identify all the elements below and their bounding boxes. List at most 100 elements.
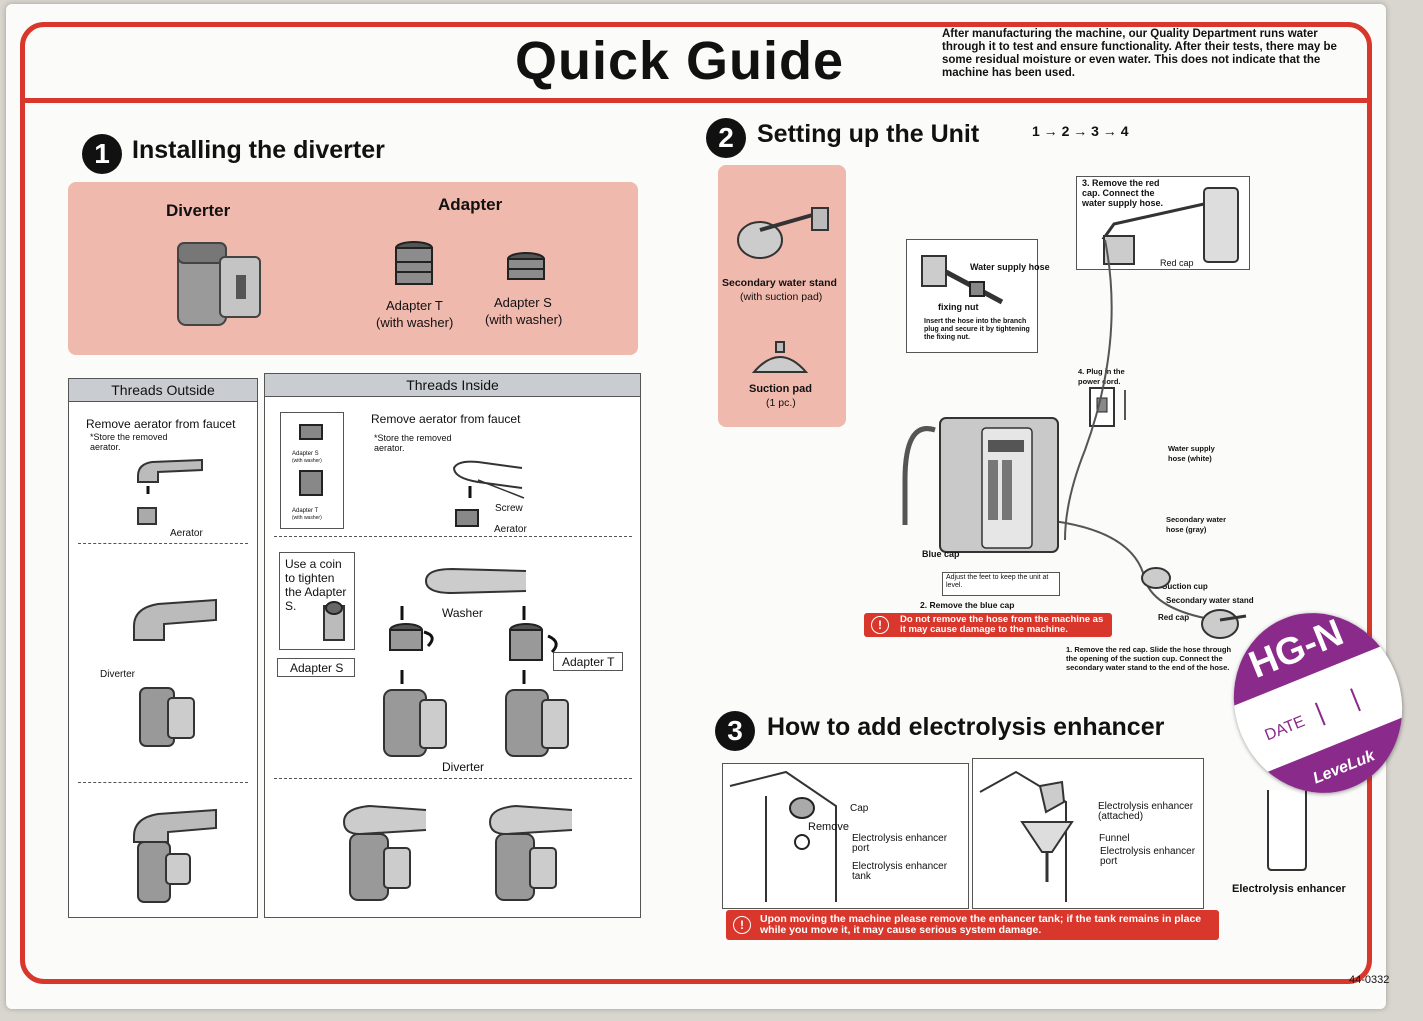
insert-note: Insert the hose into the branch plug and… (924, 318, 1030, 341)
inside-divider-2 (274, 778, 632, 779)
secondary-stand-icon (737, 207, 829, 259)
enhancer-label: Electrolysis enhancer (1232, 883, 1346, 895)
hose-warning: ! Do not remove the hose from the machin… (864, 613, 1112, 637)
outside-diverter-label: Diverter (100, 669, 136, 680)
threads-inside-header: Threads Inside (265, 374, 640, 397)
inside-aerator-label: Aerator (494, 524, 527, 535)
stand-sublabel: (with suction pad) (740, 291, 823, 303)
small-adapter-s-sub: (with washer) (292, 458, 322, 464)
outside-remove-text: Remove aerator from faucet (86, 417, 236, 431)
small-adapter-t-sub: (with washer) (292, 515, 322, 521)
enhancer-fill-box (972, 758, 1204, 909)
header-divider (20, 98, 1370, 103)
section-1-title: Installing the diverter (132, 136, 385, 164)
diverter-label: Diverter (166, 201, 231, 220)
sticker-date-label: DATE (1262, 713, 1308, 745)
parts-panel (68, 182, 638, 355)
suction-pad-icon (751, 341, 809, 373)
port2-label: Electrolysis enhancer port (1100, 846, 1196, 867)
inside-installed-left-icon (342, 804, 427, 901)
adapter-t-tag-box (553, 652, 623, 671)
adapter-s-rotate-icon (389, 606, 434, 651)
diverter-icon (177, 242, 261, 326)
section-2-title: Setting up the Unit (757, 120, 980, 148)
funnel-label: Funnel (1099, 833, 1130, 844)
supply-white-label: Water supply hose (white) (1168, 444, 1215, 463)
supply-faucet-icon (1101, 187, 1239, 265)
red-border-frame (20, 22, 1372, 984)
outside-divider-1 (78, 543, 248, 544)
adapter-t-icon (395, 241, 433, 285)
secondary-stand-installed-icon (1141, 567, 1247, 639)
stand-label: Secondary water stand (722, 277, 837, 289)
adapter-label: Adapter (438, 195, 503, 214)
adapter-s-tag: Adapter S (290, 661, 344, 675)
port-label: Electrolysis enhancer port (852, 833, 948, 854)
diverter-left-icon (383, 670, 447, 757)
secondary-stand-label: Secondary water stand (1166, 596, 1254, 605)
warning-icon-2: ! (733, 916, 751, 934)
water-ionizer-machine-icon (939, 417, 1059, 553)
inside-washer-label: Washer (442, 606, 483, 620)
red-cap-label-bottom: Red cap (1158, 613, 1190, 622)
quality-note: After manufacturing the machine, our Qua… (942, 28, 1337, 79)
sticker-date-divider-2 (1350, 688, 1361, 712)
remove-label: Remove (808, 821, 849, 833)
hose-warning-text: Do not remove the hose from the machine … (900, 614, 1104, 635)
secondary-gray-label: Secondary water hose (gray) (1166, 515, 1227, 534)
adapter-t-label: Adapter T (386, 298, 443, 313)
faucet-head-icon (424, 567, 527, 595)
faucet-screw-icon (452, 460, 525, 527)
hose-connect-icon (921, 255, 1004, 305)
outside-divider-2 (78, 782, 248, 783)
water-supply-hose-label: Water supply hose (970, 262, 1050, 272)
adapter-s-tag-box (277, 658, 355, 677)
blue-cap-label: Blue cap (922, 549, 960, 559)
faucet-installed-icon (133, 808, 217, 903)
inside-remove-text: Remove aerator from faucet (371, 412, 521, 426)
red-cap-label-top: Red cap (1160, 258, 1194, 268)
warning-icon: ! (871, 616, 889, 634)
adjust-feet-text: Adjust the feet to keep the unit at leve… (946, 574, 1049, 589)
attached-label: Electrolysis enhancer (attached) (1098, 801, 1194, 822)
inside-installed-right-icon (488, 804, 573, 901)
fixing-nut-label: fixing nut (938, 302, 979, 312)
inside-divider-1 (274, 536, 632, 537)
section-2-steps: 1 → 2 → 3 → 4 (1032, 123, 1129, 139)
coin-tip-text: Use a coin to tighten the Adapter S. (285, 557, 347, 613)
inside-store-text: *Store the removed aerator. (374, 433, 452, 453)
adapter-s-label: Adapter S (494, 295, 552, 310)
enhancer-cap-box (722, 763, 969, 909)
diverter-right-icon (505, 670, 569, 757)
document-code: 44-0332 (1349, 974, 1390, 986)
tank-label: Electrolysis enhancer tank (852, 861, 948, 882)
adapters-small-icon (299, 424, 323, 496)
faucet-aerator-icon (137, 458, 203, 525)
section-1-number: 1 (82, 134, 122, 174)
threads-outside-header: Threads Outside (69, 379, 257, 402)
pad-sublabel: (1 pc.) (766, 397, 796, 409)
inside-screw-label: Screw (495, 503, 523, 514)
outside-store-text: *Store the removed aerator. (90, 432, 168, 452)
adapter-s-icon (507, 252, 545, 280)
cap-label: Cap (850, 803, 869, 814)
adjust-feet-box (942, 572, 1060, 596)
enhancer-funnel-icon (979, 770, 1074, 902)
adapter-t-rotate-icon (509, 606, 558, 661)
enhancer-warning-text: Upon moving the machine please remove th… (760, 913, 1202, 936)
coin-icon (323, 601, 345, 641)
small-adapter-s-label: Adapter S (292, 451, 319, 457)
enhancer-port-icon (729, 770, 837, 902)
outside-aerator-label: Aerator (170, 528, 203, 539)
page-title: Quick Guide (515, 31, 845, 91)
sticker-date-divider (1314, 702, 1326, 726)
adapter-s-sublabel: (with washer) (485, 312, 563, 327)
small-adapter-t-label: Adapter T (292, 508, 319, 514)
section-3-number: 3 (715, 711, 755, 751)
step1-text: 1. Remove the red cap. Slide the hose th… (1066, 645, 1232, 672)
step4-text: 4. Plug in the power cord. (1078, 367, 1125, 386)
step3-text: 3. Remove the red cap. Connect the water… (1082, 178, 1164, 208)
step2-text: 2. Remove the blue cap (920, 600, 1015, 610)
section-2-number: 2 (706, 118, 746, 158)
suction-cup-label: Suction cup (1162, 582, 1208, 591)
